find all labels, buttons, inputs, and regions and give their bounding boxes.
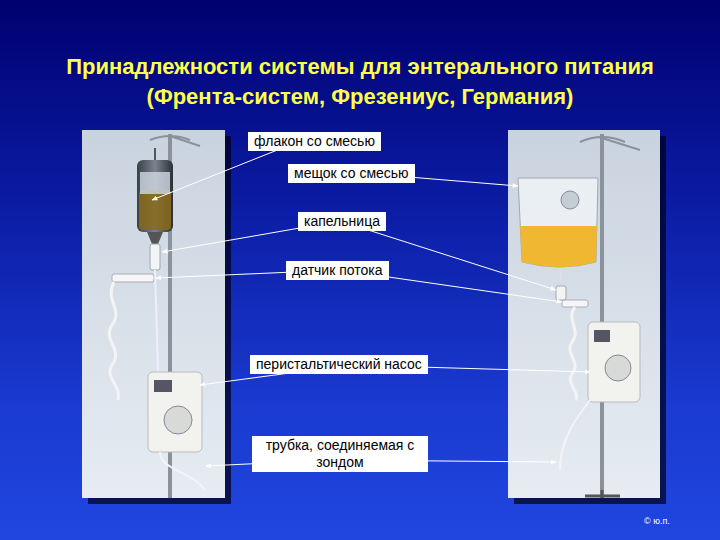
flow-sensor: [562, 300, 588, 307]
sensor-cable: [570, 307, 577, 400]
sensor-cable: [109, 282, 118, 400]
pole-hook: [150, 136, 200, 146]
photo-panel: [508, 130, 660, 498]
label-text: флакон со смесью: [254, 133, 375, 150]
label-text: трубка, соединяемая с зондом: [258, 437, 422, 471]
callout-label: датчик потока: [286, 261, 389, 280]
slide-title: Принадлежности системы для энтерального …: [20, 52, 700, 112]
peristaltic-pump: [148, 372, 202, 452]
pump-display: [594, 330, 610, 342]
peristaltic-pump: [588, 322, 640, 402]
bottle-formula: [139, 190, 171, 230]
formula-bag: [518, 178, 598, 267]
bottle-hanger: [154, 148, 156, 160]
callout-label: перистальтический насос: [250, 355, 428, 374]
bottle-label: [140, 172, 170, 194]
photo-panel: [82, 130, 225, 498]
label-text: мещок со смесью: [294, 165, 409, 182]
bag-formula: [520, 226, 597, 267]
iv-pole: [600, 134, 604, 498]
label-text: капельница: [304, 213, 380, 230]
pole-hook: [580, 137, 640, 150]
bottle-neck: [147, 232, 163, 244]
pump-display: [154, 380, 172, 392]
drip-chamber: [150, 244, 160, 270]
callout-label: капельница: [298, 212, 386, 231]
tube-to-probe: [560, 400, 590, 470]
pump-rotor: [164, 406, 192, 434]
pole-foot: [585, 490, 620, 498]
callout-label: мещок со смесью: [288, 164, 415, 183]
feeding-line: [155, 270, 158, 372]
callout-label: флакон со смесью: [248, 132, 381, 151]
callout-label: трубка, соединяемая с зондом: [252, 436, 428, 472]
tube-to-probe: [160, 452, 205, 490]
copyright-note: © ю.п.: [644, 516, 670, 526]
bottle: [137, 160, 173, 232]
bag-outlet: [560, 268, 562, 288]
bag-port: [561, 191, 579, 209]
pump-rotor: [605, 355, 631, 381]
leader-lines: [152, 141, 590, 466]
drip-chamber: [556, 286, 566, 300]
label-text: датчик потока: [292, 262, 383, 279]
label-text: перистальтический насос: [256, 356, 422, 373]
flow-sensor: [112, 274, 154, 282]
